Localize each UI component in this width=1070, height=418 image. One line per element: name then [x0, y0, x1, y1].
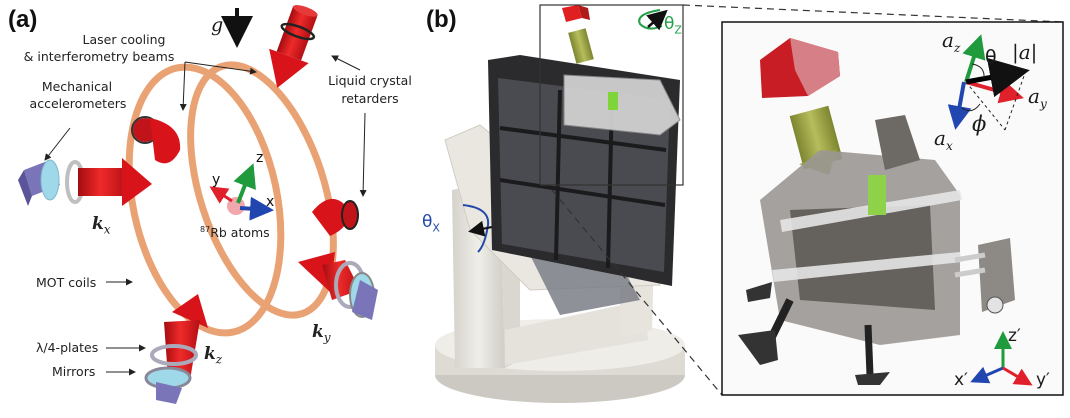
theta-x-label: θX	[422, 212, 440, 234]
kx-sub: x	[103, 222, 111, 237]
ax-label: ax	[934, 126, 953, 153]
beam-top	[269, 5, 318, 88]
leader-bottom	[551, 189, 723, 396]
mech-accel-label-line1: Mechanical	[41, 79, 113, 94]
quarter-wave-plates-label: λ/4-plates	[36, 340, 99, 355]
theta-label: θ	[985, 46, 997, 68]
kz-k: k	[204, 344, 216, 364]
laser-label-line1: Laser cooling	[82, 32, 166, 47]
panel-b-label: (b)	[426, 6, 457, 33]
gravity-label: g	[211, 14, 224, 36]
kx-label: kx	[92, 214, 111, 236]
kz-sub: z	[215, 352, 223, 367]
ax-sub: x	[945, 139, 953, 153]
panel-b-graphics	[435, 4, 685, 403]
theta-x-symbol: θ	[422, 212, 433, 232]
rb-atoms-text: Rb atoms	[210, 225, 270, 241]
rb-isotope: 87	[200, 225, 211, 234]
axis-y-label: y	[212, 172, 221, 188]
detail-box	[539, 4, 684, 186]
axis-x-label: x	[266, 194, 275, 210]
kz-label: kz	[204, 344, 222, 366]
az-sub: z	[953, 41, 961, 55]
az-label: az	[942, 28, 960, 55]
beam-ky	[298, 252, 378, 320]
mot-coil-right	[187, 61, 337, 319]
theta-z-sub: Z	[674, 23, 682, 37]
ky-k: k	[312, 322, 324, 342]
mirrors-label: Mirrors	[52, 364, 96, 379]
mot-coil-left	[125, 63, 285, 337]
lc-retarders-label-line2: retarders	[341, 91, 399, 106]
ay-label: ay	[1028, 84, 1047, 111]
axis-y-prime-label: y′	[1036, 370, 1050, 390]
mot-coils-label: MOT coils	[36, 275, 97, 290]
theta-z-symbol: θ	[664, 14, 675, 34]
beam-upper-left	[131, 116, 181, 164]
a-magnitude-label: |a|	[1012, 40, 1038, 64]
beam-right-upper	[312, 198, 359, 236]
ky-sub: y	[323, 330, 331, 345]
beam-kx	[18, 158, 152, 206]
lc-retarders-label-line1: Liquid crystal	[328, 73, 412, 88]
inset-graphics	[721, 21, 1064, 396]
az-symbol: a	[942, 28, 954, 52]
kx-k: k	[92, 214, 104, 234]
laser-label-line2: & interferometry beams	[23, 49, 175, 64]
leader-top	[682, 4, 1064, 23]
phi-label: ϕ	[972, 112, 987, 136]
rb-atoms-label: 87Rb atoms	[200, 222, 270, 240]
mech-accel-label-line2: accelerometers	[29, 96, 127, 111]
panel-a-graphics	[18, 5, 378, 404]
ay-symbol: a	[1028, 84, 1040, 108]
axis-z-prime-label: z′	[1008, 326, 1021, 346]
panel-a-label: (a)	[8, 6, 38, 33]
ay-sub: y	[1039, 97, 1047, 111]
ky-label: ky	[312, 322, 331, 344]
axis-z-label: z	[256, 150, 264, 166]
theta-x-sub: X	[432, 221, 440, 235]
ax-symbol: a	[934, 126, 946, 150]
beam-kz	[144, 294, 208, 404]
axis-x-prime-label: x′	[954, 370, 968, 390]
theta-z-label: θZ	[664, 14, 682, 36]
